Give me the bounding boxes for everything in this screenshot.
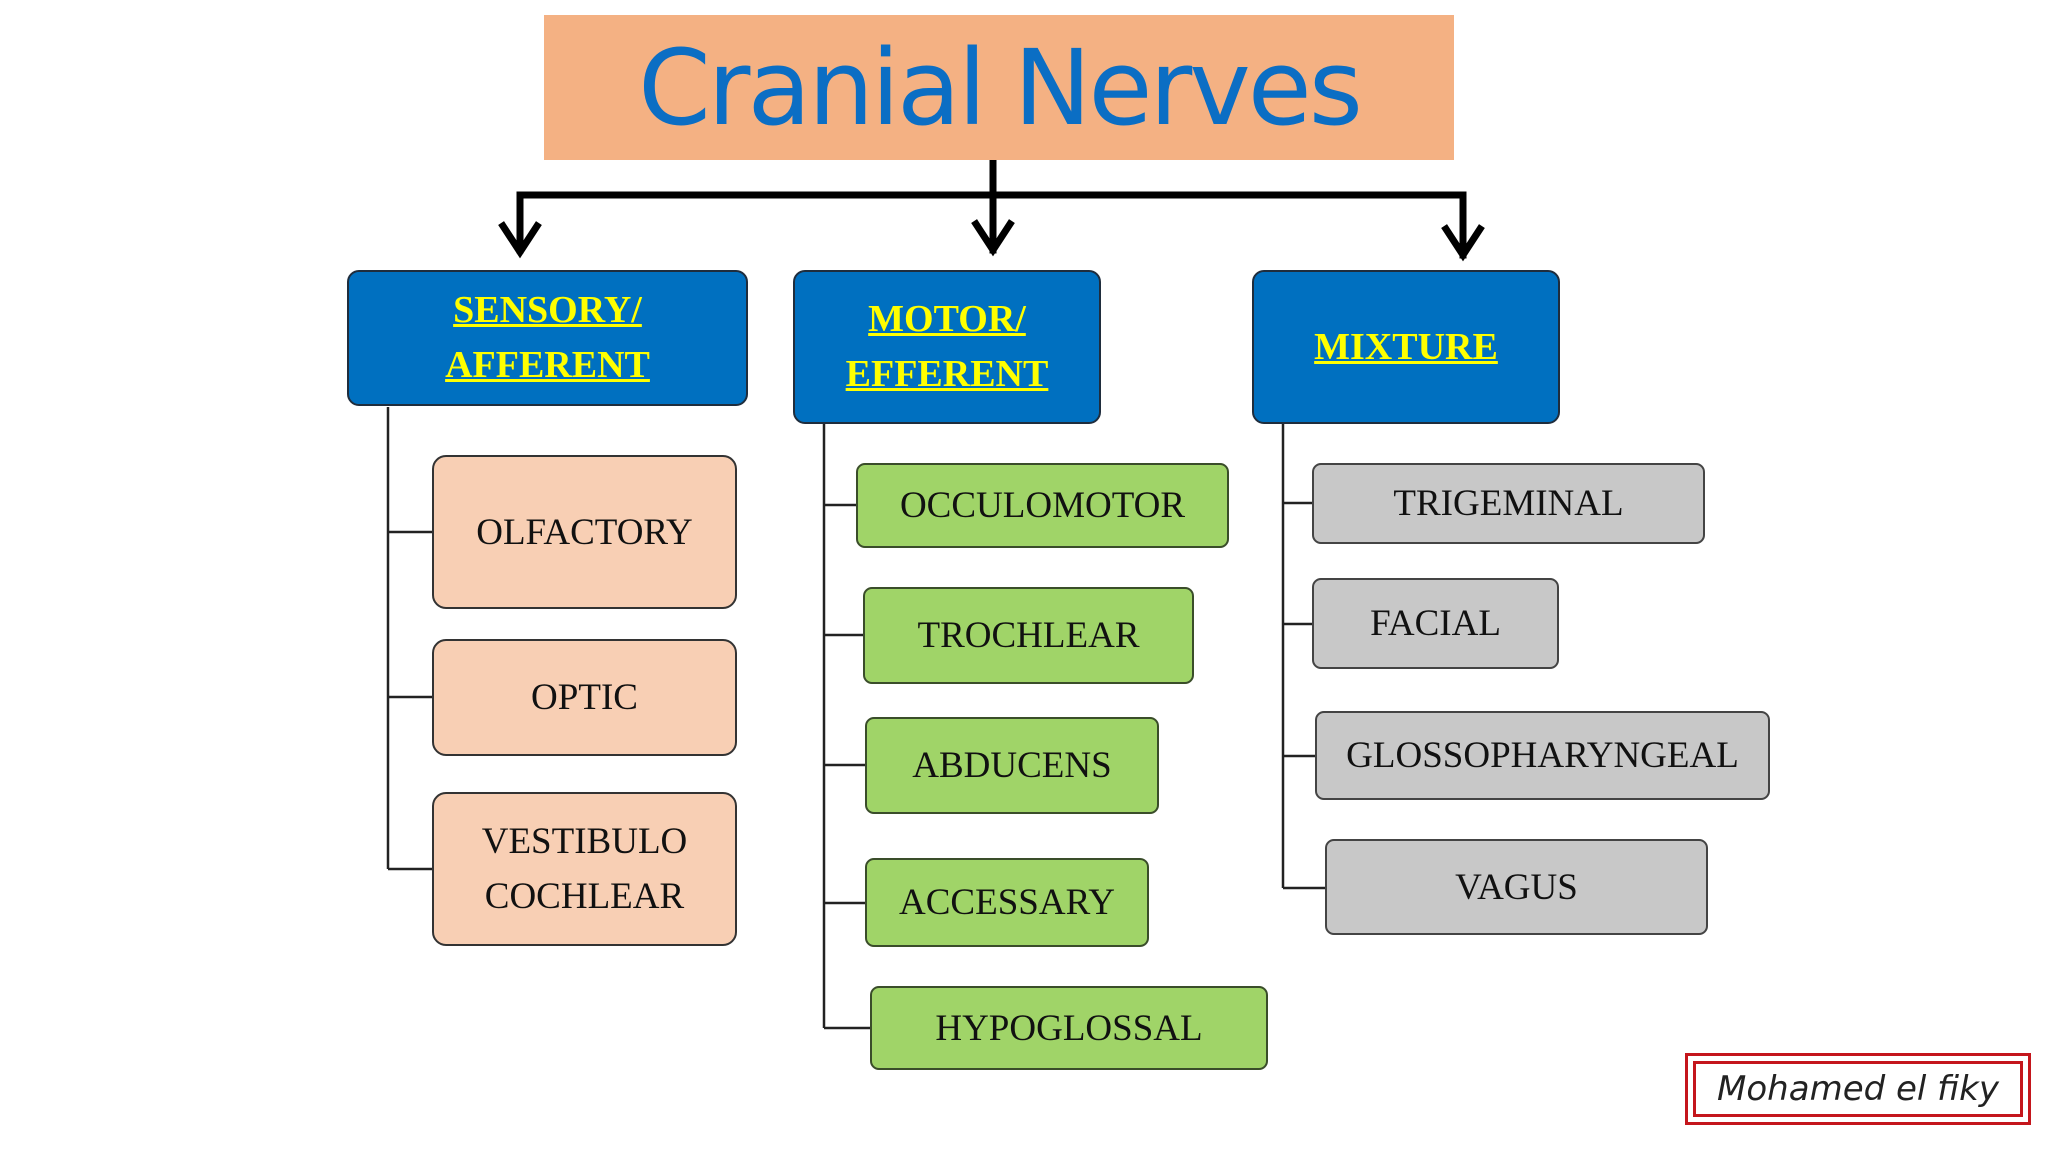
nerve-abducens: ABDUCENS [865,717,1159,814]
nerve-label: OPTIC [531,677,638,718]
category-motor-efferent: MOTOR/ EFFERENT [793,270,1101,424]
nerve-label: GLOSSOPHARYNGEAL [1346,735,1739,776]
center-arrowhead [971,219,1015,257]
nerve-occulomotor: OCCULOMOTOR [856,463,1229,548]
right-arrowhead [1441,224,1485,262]
nerve-label: TRIGEMINAL [1393,483,1624,524]
nerve-accessary: ACCESSARY [865,858,1149,947]
nerve-hypoglossal: HYPOGLOSSAL [870,986,1268,1070]
nerve-label: OLFACTORY [476,511,693,553]
nerve-vagus: VAGUS [1325,839,1708,935]
title-banner [544,15,1454,160]
nerve-label: FACIAL [1370,603,1501,644]
nerve-label: HYPOGLOSSAL [935,1007,1203,1049]
nerve-label: OCCULOMOTOR [899,485,1186,526]
category-label-line: SENSORY/ [453,289,642,331]
left-arrowhead [498,221,542,259]
nerve-trochlear: TROCHLEAR [863,587,1194,684]
nerve-vestibulocochlear: VESTIBULO COCHLEAR [432,792,737,946]
signature-frame [1685,1053,2031,1125]
category-mixture: MIXTURE [1252,270,1560,424]
nerve-trigeminal: TRIGEMINAL [1312,463,1705,544]
nerve-facial: FACIAL [1312,578,1559,669]
nerve-label: VESTIBULO [481,821,688,862]
category-label-line: MIXTURE [1314,325,1498,368]
nerve-label: VAGUS [1455,866,1578,908]
nerve-glossopharyngeal: GLOSSOPHARYNGEAL [1315,711,1770,800]
nerve-olfactory: OLFACTORY [432,455,737,609]
signature-text: Mohamed el fiky [1693,1061,2023,1117]
category-label-line: AFFERENT [445,344,650,386]
diagram-title: Cranial Nerves [638,26,1363,149]
nerve-optic: OPTIC [432,639,737,756]
nerve-label: TROCHLEAR [917,615,1140,656]
nerve-label: ACCESSARY [899,882,1115,923]
category-label-line: EFFERENT [845,353,1049,395]
nerve-label: COCHLEAR [484,876,685,917]
category-sensory-afferent: SENSORY/ AFFERENT [347,270,748,406]
category-label-line: MOTOR/ [868,298,1026,340]
nerve-label: ABDUCENS [912,745,1112,786]
